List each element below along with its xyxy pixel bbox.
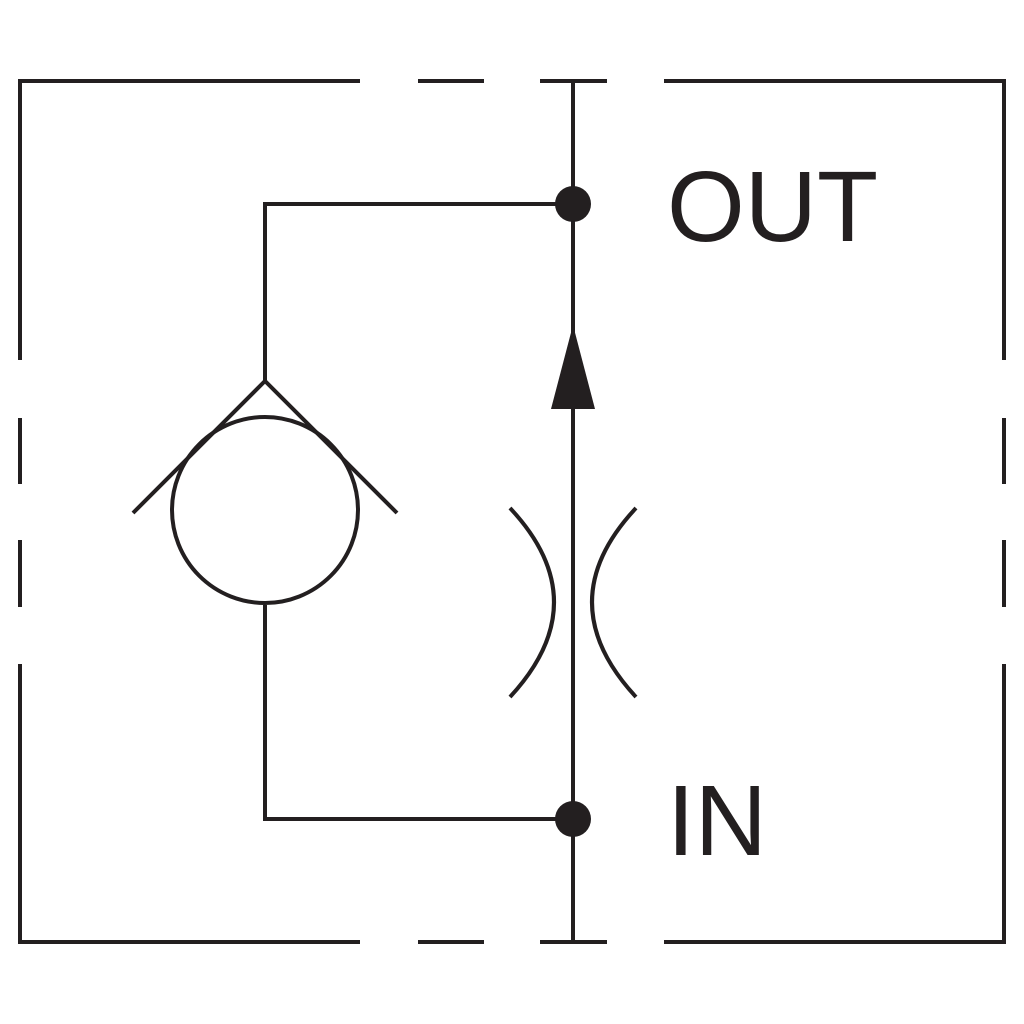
orifice-left-arc — [508, 506, 556, 699]
orifice-right-arc — [590, 506, 638, 699]
check-valve-ball — [170, 415, 360, 605]
bypass-line-top — [263, 202, 573, 380]
flow-arrow-icon — [551, 325, 595, 409]
junction-dot-in — [555, 801, 591, 837]
orifice-restrictor-symbol — [508, 506, 638, 699]
enclosure-boundary — [18, 79, 1006, 944]
bypass-line-bottom — [263, 605, 573, 821]
junction-dot-out — [555, 186, 591, 222]
port-label-in: IN — [667, 765, 767, 877]
check-valve-symbol — [131, 378, 399, 605]
port-label-out: OUT — [667, 151, 878, 263]
check-valve-seat — [131, 378, 399, 515]
